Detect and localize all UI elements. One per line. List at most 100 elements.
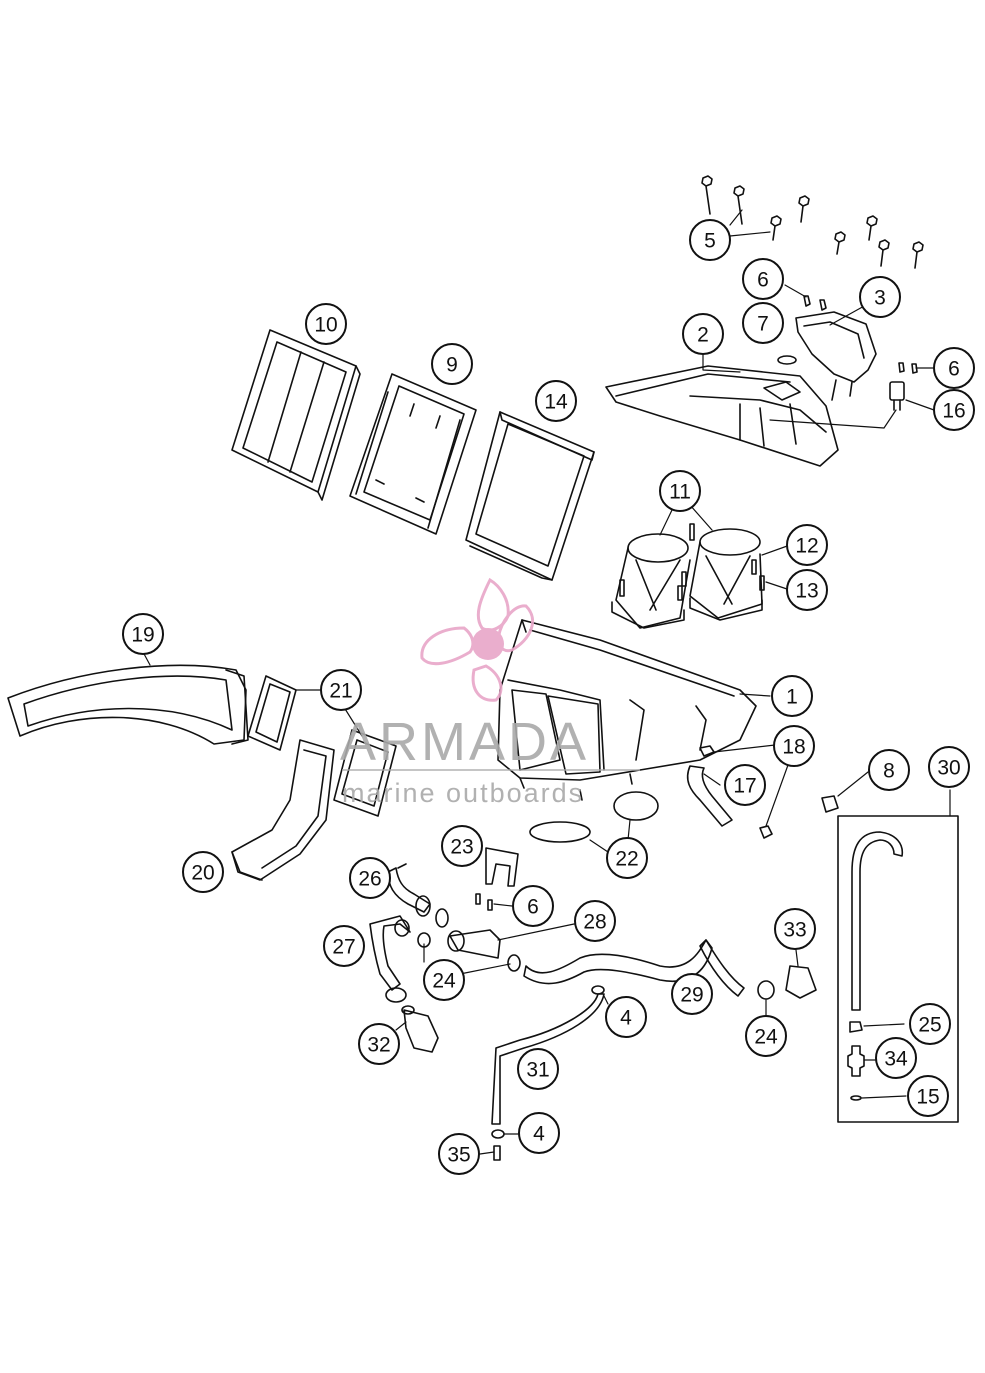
gaskets-21 (247, 675, 397, 817)
callout-circle (875, 1037, 917, 1079)
callout-label: 13 (795, 580, 818, 603)
watermark-brand: ARMADA (340, 712, 589, 772)
callout-label: 21 (329, 680, 352, 703)
watermark: ARMADA marine outboards (340, 577, 640, 808)
sensor-16 (769, 381, 935, 429)
callout-circle (909, 1003, 951, 1045)
callout-label: 22 (615, 848, 638, 871)
air-box-1 (497, 619, 771, 801)
callout-c22: 22 (606, 837, 648, 879)
callout-circle (859, 276, 901, 318)
callouts: 1234456667891011121314151617181920212223… (122, 219, 975, 1175)
intake-duct-19 (7, 651, 249, 745)
callout-label: 27 (332, 936, 355, 959)
kit-box-30 (837, 789, 959, 1123)
callout-label: 31 (526, 1059, 549, 1082)
callout-circle (605, 996, 647, 1038)
callout-circle (659, 470, 701, 512)
callout-circle (438, 1133, 480, 1175)
callout-label: 8 (883, 760, 895, 783)
callout-label: 15 (916, 1086, 939, 1109)
callout-label: 24 (432, 970, 456, 993)
callout-c11: 11 (659, 470, 701, 512)
callout-circle (724, 764, 766, 806)
propeller-logo-icon (420, 577, 534, 702)
callout-circle (305, 303, 347, 345)
callout-circle (606, 837, 648, 879)
callout-circle (518, 1112, 560, 1154)
callout-circle (907, 1075, 949, 1117)
callout-label: 19 (131, 624, 154, 647)
callout-label: 32 (367, 1034, 390, 1057)
callout-label: 11 (669, 481, 691, 504)
callout-label: 9 (446, 354, 458, 377)
callout-circle (358, 1023, 400, 1065)
callout-label: 34 (884, 1048, 908, 1071)
callout-c6a: 6 (742, 258, 784, 300)
callout-label: 10 (314, 314, 337, 337)
callout-label: 33 (783, 919, 806, 942)
callout-circle (349, 857, 391, 899)
callout-c27: 27 (323, 925, 365, 967)
filter-9 (349, 373, 477, 535)
callout-circle (933, 389, 975, 431)
callout-label: 28 (583, 911, 606, 934)
callout-c14: 14 (535, 380, 577, 422)
callout-circle (323, 925, 365, 967)
callout-circle (517, 1048, 559, 1090)
callout-circle (742, 302, 784, 344)
callout-circle (441, 825, 483, 867)
elbow-duct-20 (231, 739, 335, 881)
callout-c33: 33 (774, 908, 816, 950)
callout-circle (689, 219, 731, 261)
callout-circle (682, 313, 724, 355)
callout-circle (671, 973, 713, 1015)
callout-label: 29 (680, 984, 703, 1007)
bolts-5 (701, 175, 924, 269)
callout-c19: 19 (122, 613, 164, 655)
callout-circle (786, 569, 828, 611)
callout-label: 25 (918, 1014, 941, 1037)
filter-14 (465, 411, 595, 581)
callout-c8: 8 (868, 749, 910, 791)
grommet-7 (777, 355, 797, 365)
callout-c7: 7 (742, 302, 784, 344)
callout-circle (928, 746, 970, 788)
callout-label: 6 (948, 358, 960, 381)
callout-circle (745, 1015, 787, 1057)
callout-c31: 31 (517, 1048, 559, 1090)
callout-c16: 16 (933, 389, 975, 431)
callout-c32: 32 (358, 1023, 400, 1065)
callout-c20: 20 (182, 851, 224, 893)
o-rings-22 (529, 791, 659, 853)
callout-c26: 26 (349, 857, 391, 899)
callout-c13: 13 (786, 569, 828, 611)
callout-c15: 15 (907, 1075, 949, 1117)
callout-label: 26 (358, 868, 381, 891)
callout-label: 24 (754, 1026, 778, 1049)
callout-circle (774, 908, 816, 950)
callout-c4a: 4 (605, 996, 647, 1038)
callout-circle (182, 851, 224, 893)
callout-c1: 1 (771, 675, 813, 717)
screws-6-right (898, 362, 936, 374)
callout-circle (431, 343, 473, 385)
callout-c5: 5 (689, 219, 731, 261)
callout-circle (122, 613, 164, 655)
callout-c21: 21 (320, 669, 362, 711)
callout-c30: 30 (928, 746, 970, 788)
callout-circle (868, 749, 910, 791)
bracket-23 (485, 847, 519, 887)
callout-c18: 18 (773, 725, 815, 767)
callout-circle (786, 524, 828, 566)
air-box-cover-2 (605, 351, 839, 467)
callout-c3: 3 (859, 276, 901, 318)
throttle-bodies-11 (611, 504, 791, 629)
callout-label: 30 (937, 757, 960, 780)
callout-c24b: 24 (745, 1015, 787, 1057)
callout-circle (574, 900, 616, 942)
part-drawings (7, 175, 959, 1161)
callout-label: 4 (533, 1123, 545, 1146)
callout-label: 6 (757, 269, 769, 292)
callout-c25: 25 (909, 1003, 951, 1045)
